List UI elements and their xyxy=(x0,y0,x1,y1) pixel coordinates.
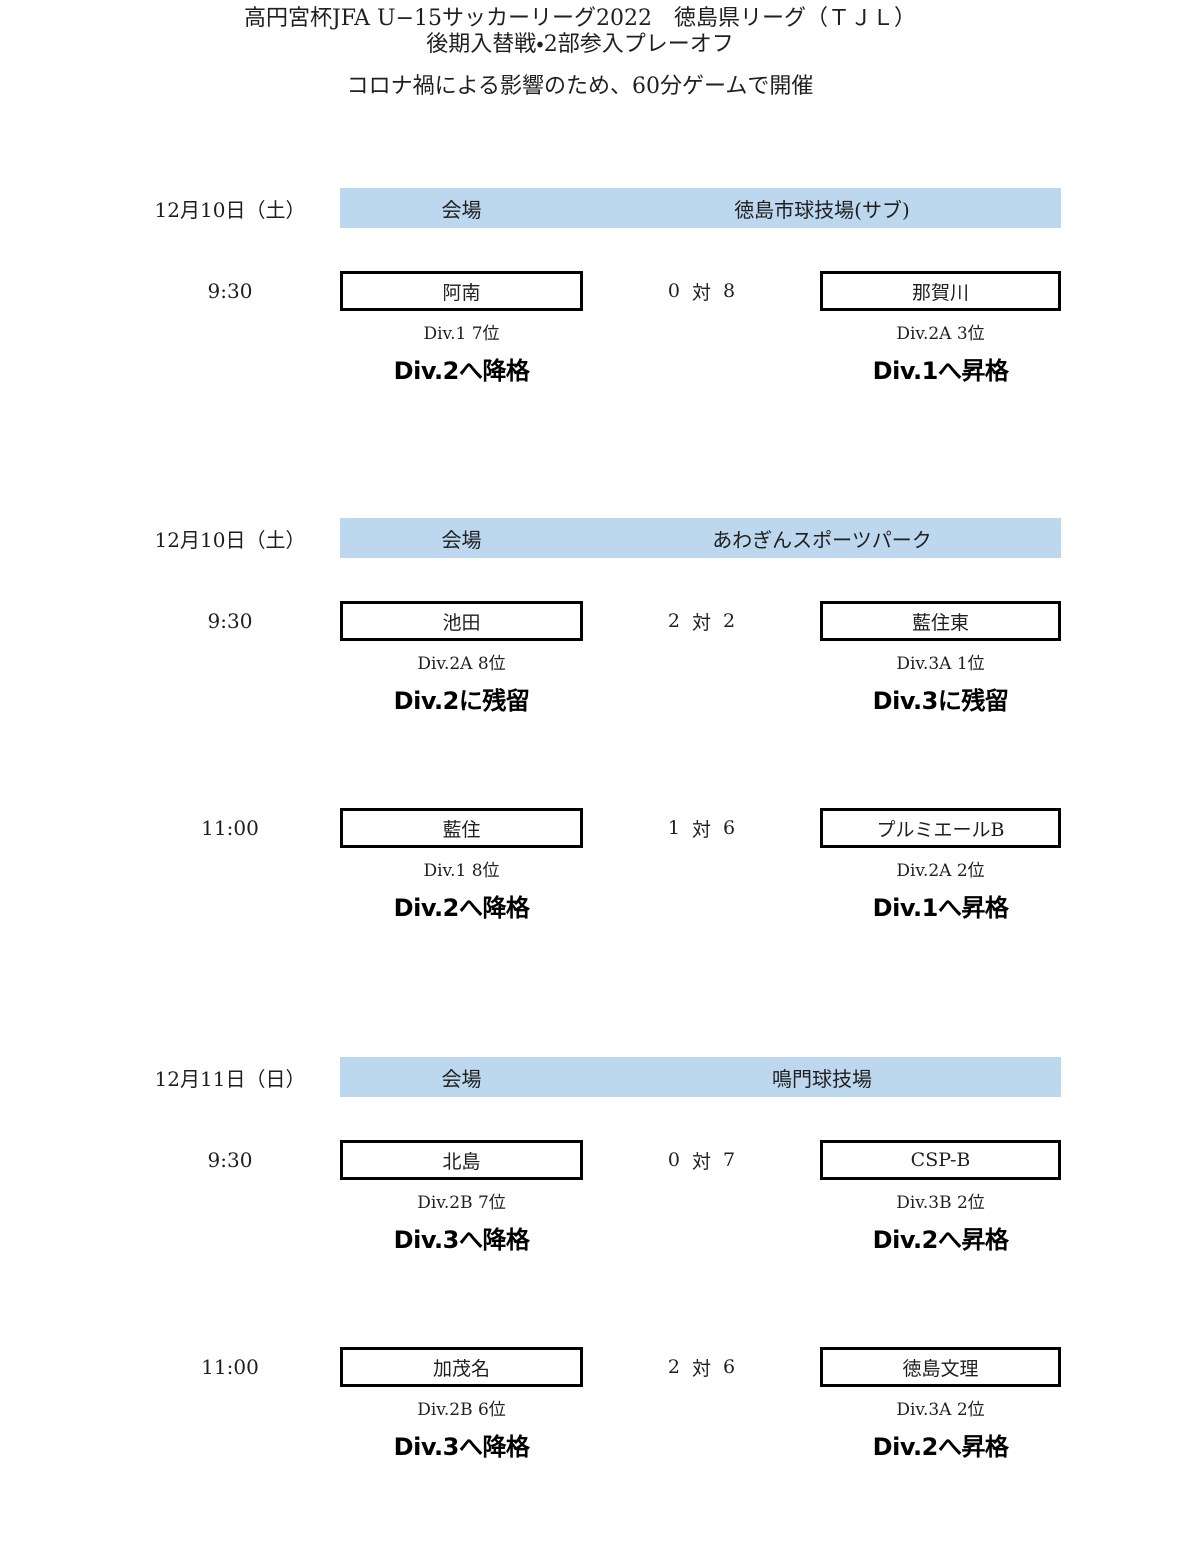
home-team-rank: Div.1 8位 xyxy=(423,861,500,881)
match-row: 9:30 阿南 0 対 8 那賀川 Div.1 7位 Div.2A 3位 Div… xyxy=(0,271,1100,385)
away-score: 2 xyxy=(723,610,736,632)
home-team-box: 藍住 xyxy=(340,808,583,848)
venue-header-label: 会場 xyxy=(441,1066,482,1091)
match-row: 9:30 池田 2 対 2 藍住東 Div.2A 8位 Div.3A 1位 Di… xyxy=(0,601,1100,715)
score: 1 対 6 xyxy=(583,808,820,848)
away-team-outcome: Div.2へ昇格 xyxy=(872,1433,1009,1461)
away-score: 7 xyxy=(723,1149,736,1171)
away-team-outcome: Div.2へ昇格 xyxy=(872,1226,1009,1254)
page-title: 高円宮杯JFA U−15サッカーリーグ2022 徳島県リーグ（ＴＪＬ） xyxy=(243,6,916,31)
home-team-box: 加茂名 xyxy=(340,1347,583,1387)
home-team-outcome: Div.3へ降格 xyxy=(393,1433,530,1461)
document-header: 高円宮杯JFA U−15サッカーリーグ2022 徳島県リーグ（ＴＪＬ） 後期入替… xyxy=(0,6,1160,100)
venue-name: あわぎんスポーツパーク xyxy=(712,527,932,552)
home-team-outcome: Div.2へ降格 xyxy=(393,894,530,922)
away-score: 6 xyxy=(723,817,736,839)
venue-band: 会場 徳島市球技場(サブ) xyxy=(340,188,1061,228)
venue-header-row: 12月10日（土） 会場 徳島市球技場(サブ) xyxy=(0,188,1100,228)
away-team-outcome: Div.1へ昇格 xyxy=(872,357,1009,385)
home-team-outcome: Div.2に残留 xyxy=(393,687,530,715)
match-row: 11:00 藍住 1 対 6 プルミエールB Div.1 8位 Div.2A 2… xyxy=(0,808,1100,922)
home-team-box: 阿南 xyxy=(340,271,583,311)
away-team-box: 徳島文理 xyxy=(820,1347,1061,1387)
away-score: 8 xyxy=(723,280,736,302)
home-score: 0 xyxy=(667,1149,680,1171)
venue-header-row: 12月10日（土） 会場 あわぎんスポーツパーク xyxy=(0,518,1100,558)
venue-band: 会場 鳴門球技場 xyxy=(340,1057,1061,1097)
day-section-3: 12月11日（日） 会場 鳴門球技場 9:30 北島 0 対 7 CSP-B D… xyxy=(0,1057,1100,1461)
venue-header-label: 会場 xyxy=(441,527,482,552)
vs-label: 対 xyxy=(691,1357,711,1380)
venue-band: 会場 あわぎんスポーツパーク xyxy=(340,518,1061,558)
home-team-box: 池田 xyxy=(340,601,583,641)
venue-header-row: 12月11日（日） 会場 鳴門球技場 xyxy=(0,1057,1100,1097)
vs-label: 対 xyxy=(691,281,711,304)
score: 2 対 2 xyxy=(583,601,820,641)
kickoff-time: 9:30 xyxy=(207,609,253,633)
page-subtitle: 後期入替戦・2部参入プレーオフ xyxy=(426,32,734,57)
match-date: 12月11日（日） xyxy=(154,1066,306,1091)
away-team-outcome: Div.1へ昇格 xyxy=(872,894,1009,922)
away-team-rank: Div.3B 2位 xyxy=(896,1193,985,1213)
away-team-box: プルミエールB xyxy=(820,808,1061,848)
covid-note: コロナ禍による影響のため、60分ゲームで開催 xyxy=(346,74,814,99)
kickoff-time: 11:00 xyxy=(201,816,259,840)
home-team-rank: Div.2B 7位 xyxy=(417,1193,506,1213)
away-team-box: 那賀川 xyxy=(820,271,1061,311)
kickoff-time: 9:30 xyxy=(207,279,253,303)
home-team-rank: Div.2A 8位 xyxy=(417,654,506,674)
venue-name: 徳島市球技場(サブ) xyxy=(734,197,910,222)
match-date: 12月10日（土） xyxy=(154,197,306,222)
home-score: 1 xyxy=(667,817,680,839)
away-team-rank: Div.3A 2位 xyxy=(896,1400,985,1420)
home-team-outcome: Div.3へ降格 xyxy=(393,1226,530,1254)
home-team-rank: Div.1 7位 xyxy=(423,324,500,344)
match-date: 12月10日（土） xyxy=(154,527,306,552)
away-team-rank: Div.2A 3位 xyxy=(896,324,985,344)
away-team-box: CSP-B xyxy=(820,1140,1061,1180)
away-team-outcome: Div.3に残留 xyxy=(872,687,1009,715)
match-row: 9:30 北島 0 対 7 CSP-B Div.2B 7位 Div.3B 2位 … xyxy=(0,1140,1100,1254)
kickoff-time: 9:30 xyxy=(207,1148,253,1172)
away-team-rank: Div.3A 1位 xyxy=(896,654,985,674)
match-row: 11:00 加茂名 2 対 6 徳島文理 Div.2B 6位 Div.3A 2位… xyxy=(0,1347,1100,1461)
score: 2 対 6 xyxy=(583,1347,820,1387)
home-team-rank: Div.2B 6位 xyxy=(417,1400,506,1420)
venue-header-label: 会場 xyxy=(441,197,482,222)
score: 0 対 8 xyxy=(583,271,820,311)
home-score: 2 xyxy=(667,610,680,632)
vs-label: 対 xyxy=(691,611,711,634)
day-section-1: 12月10日（土） 会場 徳島市球技場(サブ) 9:30 阿南 0 対 8 那賀… xyxy=(0,188,1100,385)
home-team-outcome: Div.2へ降格 xyxy=(393,357,530,385)
day-section-2: 12月10日（土） 会場 あわぎんスポーツパーク 9:30 池田 2 対 2 藍… xyxy=(0,518,1100,922)
vs-label: 対 xyxy=(691,818,711,841)
score: 0 対 7 xyxy=(583,1140,820,1180)
home-score: 2 xyxy=(667,1356,680,1378)
away-team-box: 藍住東 xyxy=(820,601,1061,641)
kickoff-time: 11:00 xyxy=(201,1355,259,1379)
away-score: 6 xyxy=(723,1356,736,1378)
home-score: 0 xyxy=(667,280,680,302)
vs-label: 対 xyxy=(691,1150,711,1173)
away-team-rank: Div.2A 2位 xyxy=(896,861,985,881)
venue-name: 鳴門球技場 xyxy=(772,1066,872,1091)
home-team-box: 北島 xyxy=(340,1140,583,1180)
